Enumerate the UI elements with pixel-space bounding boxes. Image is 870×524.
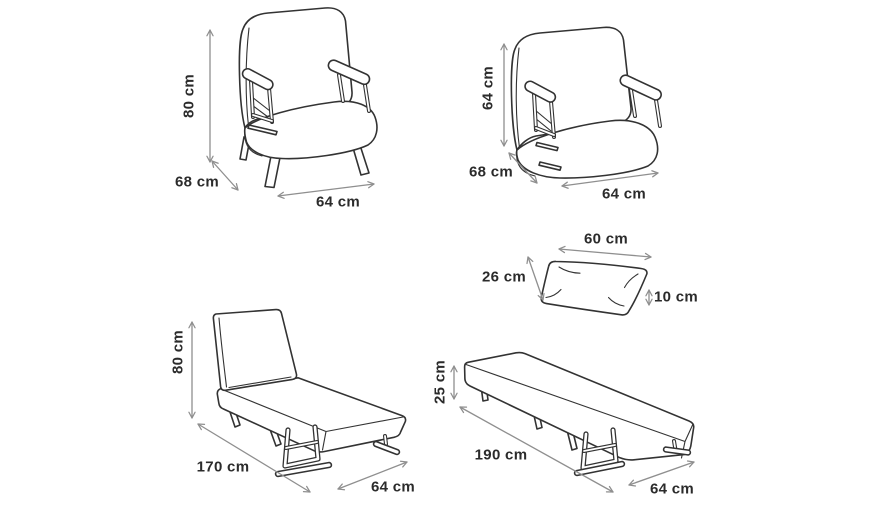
recliner-height-label: 80 cm	[169, 329, 187, 375]
recliner-length-label: 170 cm	[196, 458, 250, 476]
bed-art	[450, 351, 695, 493]
armchair2-height-label: 64 cm	[479, 65, 497, 111]
armchair-width-label: 64 cm	[315, 193, 361, 211]
armchair2-dimension-arrows	[500, 43, 659, 189]
recliner-dimension-arrows	[188, 321, 408, 493]
armchair2-right-armrest	[619, 74, 662, 128]
cushion-thickness-label: 10 cm	[653, 288, 699, 306]
bed-width-label: 64 cm	[649, 480, 695, 498]
armchair-with-legs-art	[206, 7, 378, 199]
cushion-width-label: 26 cm	[481, 268, 527, 286]
cushion-length-label: 60 cm	[583, 230, 629, 248]
armchair2-left-armrest	[524, 80, 557, 139]
armchair-right-armrest	[327, 59, 371, 113]
armchair2-width-label: 64 cm	[601, 185, 647, 203]
recliner-width-label: 64 cm	[370, 478, 416, 496]
armchair-without-legs-art	[500, 26, 662, 189]
armchair-left-armrest	[241, 67, 274, 124]
armchair-depth-label: 68 cm	[174, 173, 220, 191]
cushion-dimension-arrows	[526, 245, 653, 306]
armchair-height-label: 80 cm	[180, 73, 198, 119]
armchair-dimension-arrows	[206, 29, 375, 199]
cushion-art	[526, 245, 653, 316]
recliner-art	[188, 308, 408, 493]
bed-height-label: 25 cm	[431, 359, 449, 405]
armchair2-depth-label: 68 cm	[468, 163, 514, 181]
bed-dimension-arrows	[450, 365, 695, 493]
bed-length-label: 190 cm	[474, 446, 528, 464]
